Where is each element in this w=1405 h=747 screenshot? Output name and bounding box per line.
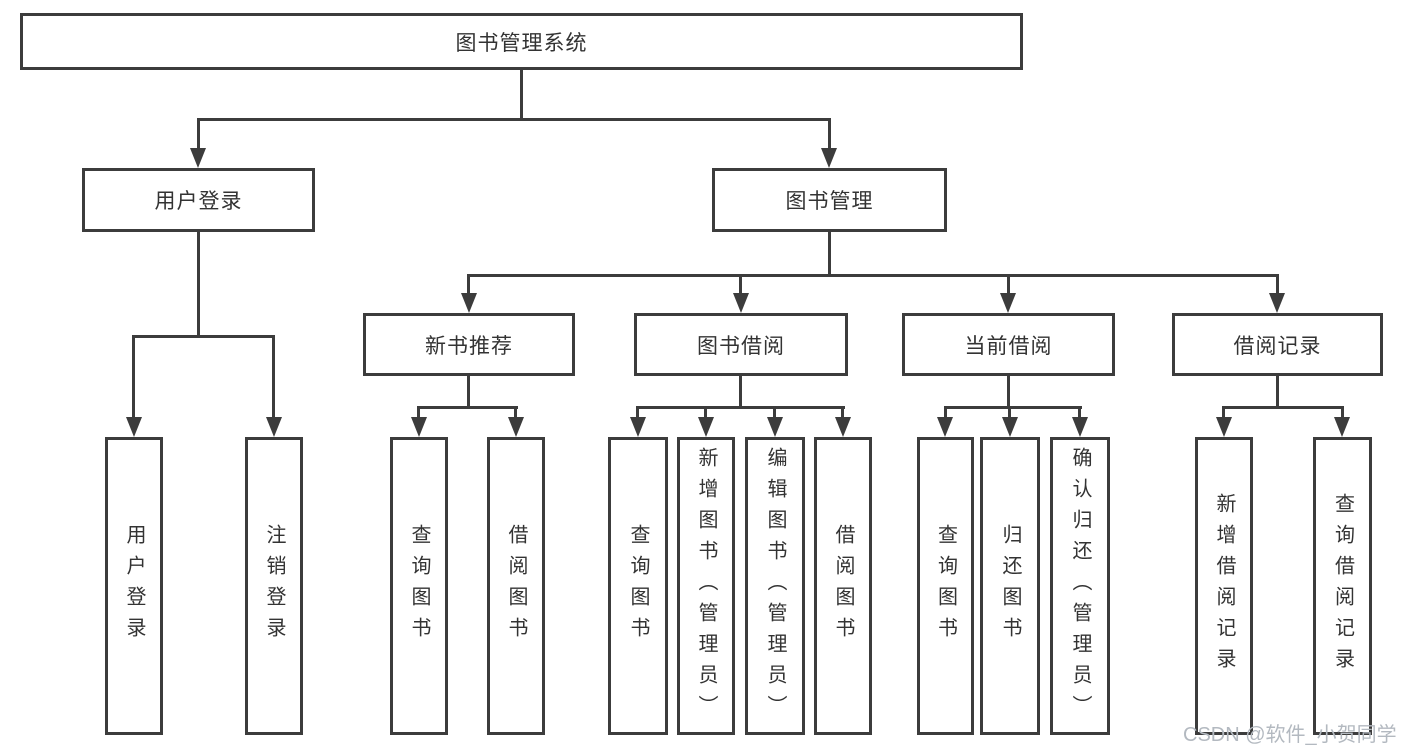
arrow-down-icon [698,417,714,437]
connector-line [841,406,844,420]
connector-line [467,376,470,409]
csdn-watermark: CSDN @软件_小贺同学 [1183,724,1397,746]
arrow-down-icon [1072,417,1088,437]
connector-line [197,232,200,338]
connector-line [197,118,831,121]
arrow-down-icon [126,417,142,437]
connector-line [636,406,639,420]
arrow-down-icon [630,417,646,437]
node-label: 编辑图书（管理员） [764,446,786,726]
connector-line [1007,376,1010,409]
arrow-down-icon [767,417,783,437]
node-label: 注销登录 [263,524,285,648]
node-new-book-recommend: 新书推荐 [363,313,575,376]
connector-line [197,118,200,151]
arrow-down-icon [411,417,427,437]
leaf-query-books-recommend: 查询图书 [390,437,448,735]
arrow-down-icon [1000,293,1016,313]
connector-line [467,274,470,296]
node-label: 借阅图书 [505,524,527,648]
connector-line [1007,274,1010,296]
connector-line [944,406,1082,409]
leaf-confirm-return-admin: 确认归还（管理员） [1050,437,1110,735]
node-label: 图书借阅 [697,334,785,358]
leaf-user-login: 用户登录 [105,437,163,735]
arrow-down-icon [821,148,837,168]
connector-line [520,70,523,119]
node-label: 图书管理 [785,190,874,213]
arrow-down-icon [1334,417,1350,437]
node-label: 查询图书 [934,524,957,648]
node-label: 查询图书 [627,524,649,648]
node-library-management-system: 图书管理系统 [20,13,1023,70]
leaf-add-borrow-record: 新增借阅记录 [1195,437,1253,735]
connector-line [467,274,1279,277]
leaf-query-books-current: 查询图书 [917,437,974,735]
connector-line [132,335,135,419]
leaf-return-book: 归还图书 [980,437,1040,735]
connector-line [514,406,517,420]
connector-line [132,335,275,338]
arrow-down-icon [1269,293,1285,313]
connector-line [704,406,707,420]
node-label: 当前借阅 [964,334,1053,358]
node-book-borrowing: 图书借阅 [634,313,848,376]
node-label: 归还图书 [999,524,1021,648]
node-label: 查询图书 [408,524,430,648]
connector-line [773,406,776,420]
leaf-add-book-admin: 新增图书（管理员） [677,437,735,735]
node-current-borrowing: 当前借阅 [902,313,1115,376]
node-label: 新增图书（管理员） [695,446,717,726]
connector-line [828,232,831,277]
node-label: 确认归还（管理员） [1069,446,1091,726]
connector-line [739,376,742,409]
arrow-down-icon [1216,417,1232,437]
connector-line [1276,376,1279,409]
connector-line [739,274,742,296]
node-label: 图书管理系统 [455,31,588,55]
node-label: 用户登录 [123,524,145,648]
arrow-down-icon [1002,417,1018,437]
leaf-borrow-books-recommend: 借阅图书 [487,437,545,735]
node-borrowing-records: 借阅记录 [1172,313,1383,376]
node-label: 查询借阅记录 [1331,493,1354,679]
connector-line [1008,406,1011,420]
node-label: 借阅图书 [832,524,854,648]
leaf-query-borrow-record: 查询借阅记录 [1313,437,1372,735]
connector-line [944,406,947,420]
arrow-down-icon [266,417,282,437]
node-label: 新书推荐 [425,334,513,358]
node-label: 借阅记录 [1233,334,1322,358]
leaf-borrow-books: 借阅图书 [814,437,872,735]
connector-line [417,406,420,420]
connector-line [1341,406,1344,420]
connector-line [636,406,845,409]
arrow-down-icon [835,417,851,437]
node-user-login: 用户登录 [82,168,315,232]
arrow-down-icon [733,293,749,313]
node-label: 新增借阅记录 [1213,493,1235,679]
arrow-down-icon [937,417,953,437]
connector-line [1078,406,1081,420]
node-label: 用户登录 [154,190,243,213]
connector-line [1222,406,1344,409]
leaf-query-books-borrow: 查询图书 [608,437,668,735]
node-book-management: 图书管理 [712,168,947,232]
arrow-down-icon [190,148,206,168]
connector-line [272,335,275,419]
connector-line [417,406,518,409]
connector-line [828,118,831,151]
connector-line [1276,274,1279,296]
connector-line [1222,406,1225,420]
leaf-logout: 注销登录 [245,437,303,735]
arrow-down-icon [461,293,477,313]
leaf-edit-book-admin: 编辑图书（管理员） [745,437,805,735]
arrow-down-icon [508,417,524,437]
